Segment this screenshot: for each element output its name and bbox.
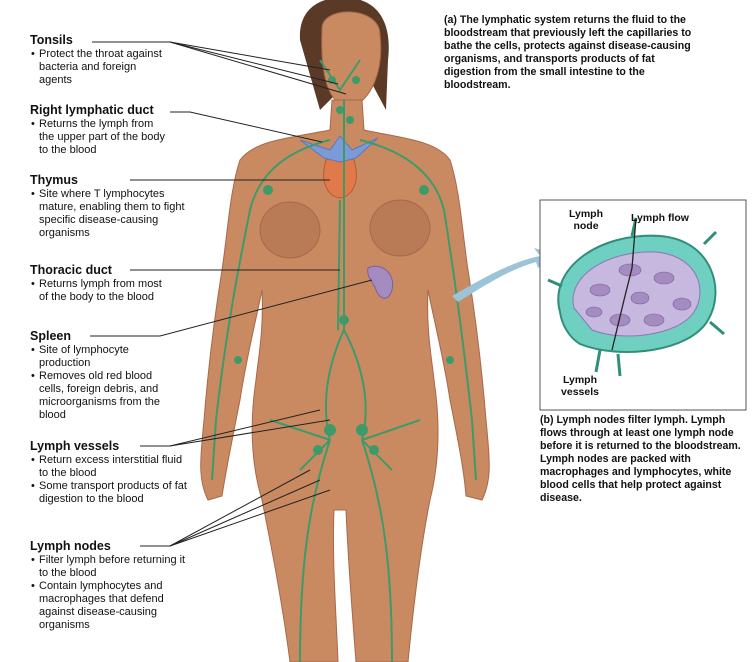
label-bullet: Some transport products of fat digestion… [30,480,190,506]
label-bullet: Site of lymphocyte production [30,344,180,370]
label-title: Right lymphatic duct [30,103,154,117]
label-tonsils: Tonsils Protect the throat against bacte… [30,34,170,87]
subclavian-ducts [299,135,379,163]
caption-b: (b) Lymph nodes filter lymph. Lymph flow… [540,414,750,505]
label-title: Tonsils [30,33,73,47]
inset-arrow [452,248,556,302]
label-bullet: Removes old red blood cells, foreign deb… [30,370,180,422]
caption-a: (a) The lymphatic system returns the flu… [444,14,700,92]
label-thymus: Thymus Site where T lymphocytes mature, … [30,174,190,240]
caption-tag: (b) [540,414,554,426]
label-lymph-nodes: Lymph nodes Filter lymph before returnin… [30,540,190,632]
label-bullet: Return excess interstitial fluid to the … [30,454,190,480]
lymph-vessels [211,59,477,662]
inset-node-label: Lymph node [568,208,604,232]
label-bullet: Site where T lymphocytes mature, enablin… [30,188,190,240]
label-title: Lymph nodes [30,539,111,553]
label-lymph-vessels: Lymph vessels Return excess interstitial… [30,440,190,506]
label-thoracic-duct: Thoracic duct Returns lymph from most of… [30,264,170,304]
caption-tag: (a) [444,14,457,26]
inset-flow-label: Lymph flow [631,212,689,224]
leader-lines [90,41,373,547]
label-bullet: Filter lymph before returning it to the … [30,554,190,580]
label-title: Lymph vessels [30,439,120,453]
spleen [367,265,394,299]
caption-text: The lymphatic system returns the fluid t… [444,14,692,91]
label-spleen: Spleen Site of lymphocyte production Rem… [30,330,180,422]
label-bullet: Contain lymphocytes and macrophages that… [30,580,190,632]
label-bullet: Protect the throat against bacteria and … [30,48,170,87]
breast-right [369,199,431,257]
inset-vessels-label: Lymph vessels [561,374,599,398]
label-title: Thymus [30,173,78,187]
label-title: Thoracic duct [30,263,112,277]
label-right-lymphatic-duct: Right lymphatic duct Returns the lymph f… [30,104,170,157]
label-title: Spleen [30,329,71,343]
label-bullet: Returns lymph from most of the body to t… [30,278,170,304]
breast-left [259,201,321,259]
caption-text: Lymph nodes filter lymph. Lymph flows th… [540,414,741,504]
label-bullet: Returns the lymph from the upper part of… [30,118,170,157]
lymph-node-dots [234,76,454,455]
lymph-node-illustration [547,217,725,377]
